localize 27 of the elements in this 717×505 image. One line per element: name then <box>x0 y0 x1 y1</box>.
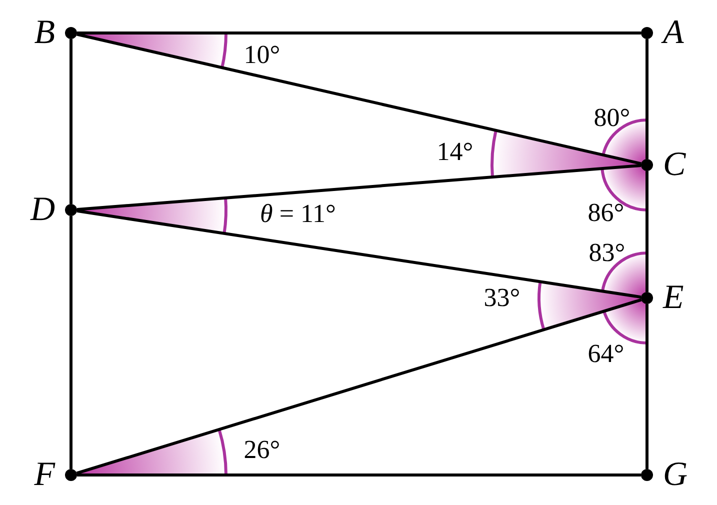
angle-label: 86° <box>588 199 624 227</box>
angle-label: 26° <box>244 436 280 464</box>
angle-label: 10° <box>244 41 280 69</box>
line-segment <box>76 298 642 475</box>
line-segment <box>646 39 648 159</box>
line-segment <box>76 32 642 166</box>
angle-label: 64° <box>588 340 624 368</box>
line-segment <box>70 216 72 469</box>
point-label: G <box>663 458 688 492</box>
angle-label: 80° <box>594 104 630 132</box>
angle-label: θ = 11° <box>260 200 336 228</box>
point-label: B <box>34 16 55 50</box>
point-label: D <box>30 193 55 227</box>
line-segment <box>76 164 642 212</box>
line-segment <box>76 209 642 299</box>
point-label: E <box>663 281 684 315</box>
point-label: F <box>34 458 55 492</box>
line-segment <box>646 171 648 292</box>
angle-label: 14° <box>436 138 474 166</box>
angle-label: 83° <box>588 239 626 267</box>
line-segment <box>646 304 648 469</box>
line-segment <box>77 32 641 34</box>
point-label: C <box>663 148 686 182</box>
angle-label: 33° <box>484 284 520 312</box>
point-label: A <box>663 16 684 50</box>
line-segment <box>77 474 641 476</box>
line-segment <box>70 39 72 204</box>
